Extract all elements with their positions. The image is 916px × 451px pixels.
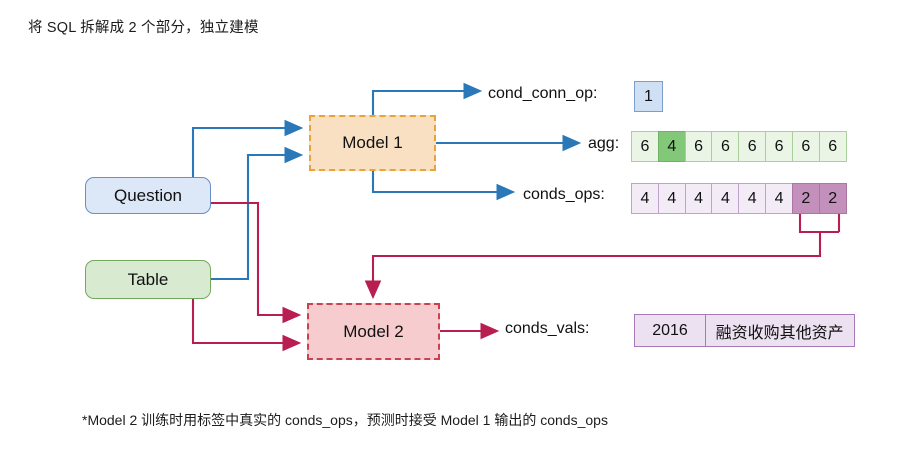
conds-ops-cell: 2	[818, 183, 847, 214]
node-question-label: Question	[113, 185, 183, 205]
conds-ops-cell: 2	[791, 183, 820, 214]
node-model-2-label: Model 2	[343, 321, 404, 341]
node-model-1[interactable]: Model 1	[309, 115, 436, 171]
conds-vals-cell: 2016	[634, 314, 706, 347]
node-model-2[interactable]: Model 2	[307, 303, 440, 360]
conds-ops-cell: 4	[684, 183, 713, 214]
edge-question-to-model1	[191, 119, 304, 177]
agg-cell: 4	[657, 131, 686, 162]
node-table[interactable]: Table	[85, 260, 211, 299]
edge-model1-to-conds-ops	[371, 171, 516, 201]
label-conds-vals: conds_vals:	[505, 320, 590, 337]
node-table-label: Table	[127, 269, 169, 289]
conds-ops-cell: 4	[738, 183, 767, 214]
edge-question-to-model2	[211, 201, 302, 324]
agg-cell: 6	[738, 131, 767, 162]
label-conds-ops: conds_ops:	[523, 186, 605, 203]
edge-conds-ops-cell7-drop	[798, 214, 839, 234]
agg-cell: 6	[684, 131, 713, 162]
agg-cell: 6	[818, 131, 847, 162]
page-title: 将 SQL 拆解成 2 个部分，独立建模	[28, 20, 259, 36]
edge-conds-ops-to-model2	[364, 232, 822, 300]
edge-table-to-model1	[211, 146, 304, 281]
node-question[interactable]: Question	[85, 177, 211, 214]
agg-cell: 6	[711, 131, 740, 162]
conds-ops-cell: 4	[765, 183, 794, 214]
node-model-1-label: Model 1	[342, 133, 403, 152]
agg-cell: 6	[631, 131, 659, 162]
conds-ops-cell: 4	[657, 183, 686, 214]
conds-ops-cell: 4	[711, 183, 740, 214]
label-cond-conn-op: cond_conn_op:	[488, 85, 598, 102]
footnote: *Model 2 训练时用标签中真实的 conds_ops，预测时接受 Mode…	[82, 412, 608, 428]
edge-model1-to-cond-conn-op	[371, 82, 483, 115]
value-cond-conn-op: 1	[634, 81, 663, 112]
label-agg: agg:	[588, 135, 620, 152]
edge-table-to-model2	[191, 299, 302, 352]
conds-vals-cell: 融资收购其他资产	[704, 314, 855, 347]
conds-ops-cell: 4	[631, 183, 659, 214]
agg-cell: 6	[765, 131, 794, 162]
agg-cell: 6	[791, 131, 820, 162]
